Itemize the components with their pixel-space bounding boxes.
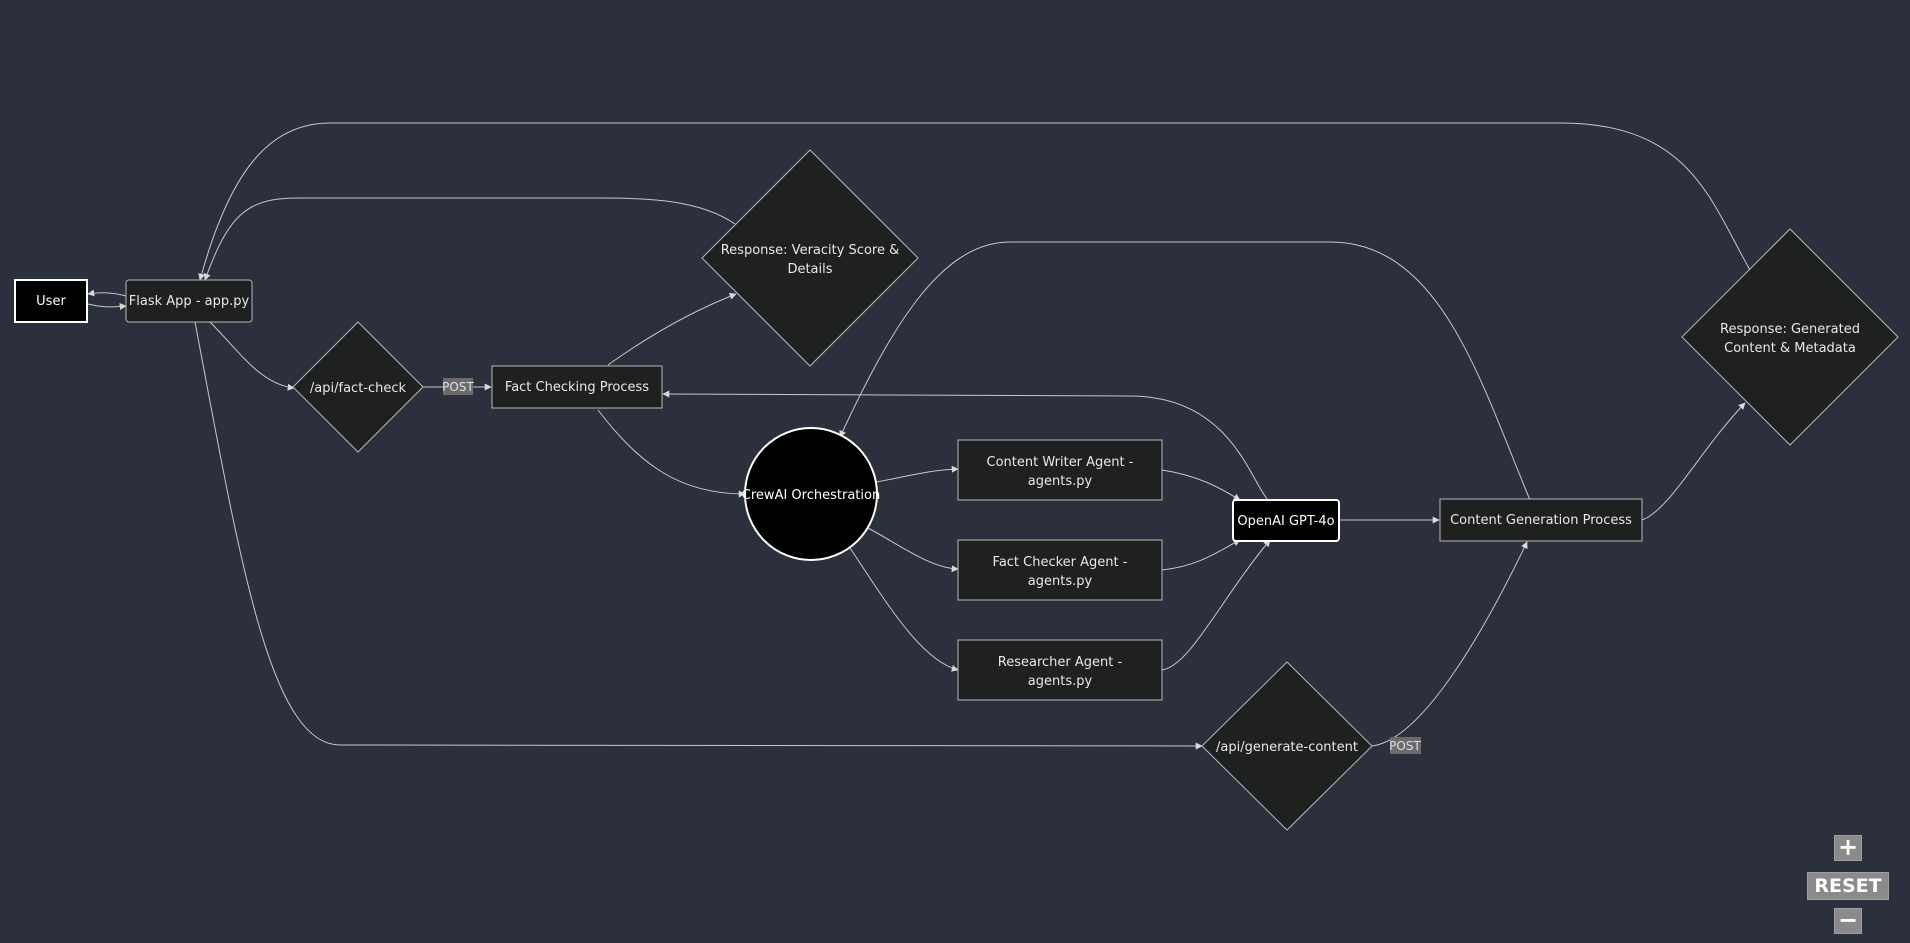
node-fact-checker-agent[interactable]: Fact Checker Agent - agents.py — [957, 539, 1163, 601]
edge-crewai-to-researcher — [849, 547, 959, 672]
svg-text:Details: Details — [787, 262, 832, 277]
svg-text:/api/fact-check: /api/fact-check — [310, 381, 407, 396]
edge-researcher-to-openai — [1161, 539, 1271, 671]
edge-crewai-to-checker — [867, 527, 959, 573]
edge-process-to-crewai — [597, 409, 746, 498]
node-researcher-agent[interactable]: Researcher Agent - agents.py — [957, 639, 1163, 701]
node-content-generation-process[interactable]: Content Generation Process — [1439, 498, 1643, 542]
svg-text:Researcher Agent -: Researcher Agent - — [998, 655, 1123, 670]
zoom-in-button[interactable]: + — [1834, 835, 1862, 861]
svg-text:CrewAI Orchestration: CrewAI Orchestration — [742, 488, 880, 503]
edges — [87, 122, 1751, 750]
node-content-response[interactable]: Response: Generated Content & Metadata — [1681, 228, 1899, 446]
svg-text:Fact Checker Agent -: Fact Checker Agent - — [993, 555, 1128, 570]
svg-text:agents.py: agents.py — [1028, 474, 1093, 489]
svg-text:User: User — [36, 294, 66, 309]
svg-text:Content Generation Process: Content Generation Process — [1450, 513, 1632, 528]
edge-openai-to-factcheck-process — [662, 390, 1269, 501]
svg-text:Flask App - app.py: Flask App - app.py — [129, 294, 250, 309]
node-crewai-orchestration[interactable]: CrewAI Orchestration — [742, 427, 880, 561]
edge-generate-api-to-content-process — [1371, 541, 1528, 747]
edge-checker-to-openai — [1161, 539, 1241, 571]
svg-text:POST: POST — [1389, 739, 1421, 753]
node-fact-checking-process[interactable]: Fact Checking Process — [491, 365, 663, 409]
svg-text:/api/generate-content: /api/generate-content — [1216, 740, 1358, 755]
svg-text:Content & Metadata: Content & Metadata — [1724, 341, 1856, 356]
zoom-out-button[interactable]: − — [1834, 908, 1862, 934]
edge-flask-to-generate-api — [194, 321, 1203, 750]
svg-text:Fact Checking Process: Fact Checking Process — [505, 380, 649, 395]
edge-crewai-to-writer — [875, 465, 959, 483]
svg-text:OpenAI GPT-4o: OpenAI GPT-4o — [1237, 514, 1334, 529]
svg-text:Response: Generated: Response: Generated — [1720, 322, 1860, 337]
node-generate-content-endpoint[interactable]: /api/generate-content — [1201, 661, 1373, 831]
edge-process-to-veracity — [607, 293, 737, 366]
svg-text:agents.py: agents.py — [1028, 674, 1093, 689]
edge-content-response-to-flask — [198, 122, 1751, 281]
zoom-reset-button[interactable]: RESET — [1807, 872, 1889, 900]
svg-text:agents.py: agents.py — [1028, 574, 1093, 589]
node-content-writer-agent[interactable]: Content Writer Agent - agents.py — [957, 439, 1163, 501]
edge-label-post-factcheck: POST — [442, 378, 474, 395]
node-flask-app[interactable]: Flask App - app.py — [125, 279, 253, 323]
svg-text:Content Writer Agent -: Content Writer Agent - — [987, 455, 1134, 470]
node-user[interactable]: User — [14, 279, 88, 323]
node-openai-gpt4o[interactable]: OpenAI GPT-4o — [1232, 499, 1340, 542]
edge-veracity-to-flask — [203, 197, 736, 281]
svg-text:POST: POST — [442, 380, 474, 394]
edge-content-process-to-crewai — [839, 241, 1531, 501]
node-fact-check-endpoint[interactable]: /api/fact-check — [292, 321, 424, 453]
edge-content-process-to-response — [1641, 402, 1746, 521]
edge-writer-to-openai — [1161, 469, 1241, 501]
edge-flask-to-user — [87, 289, 127, 297]
edge-label-post-generate: POST — [1389, 737, 1421, 754]
edge-flask-to-factcheck-api — [209, 321, 295, 391]
edge-user-to-flask — [87, 302, 127, 310]
svg-text:Response: Veracity Score &: Response: Veracity Score & — [721, 243, 900, 258]
node-veracity-response[interactable]: Response: Veracity Score & Details — [701, 149, 919, 367]
